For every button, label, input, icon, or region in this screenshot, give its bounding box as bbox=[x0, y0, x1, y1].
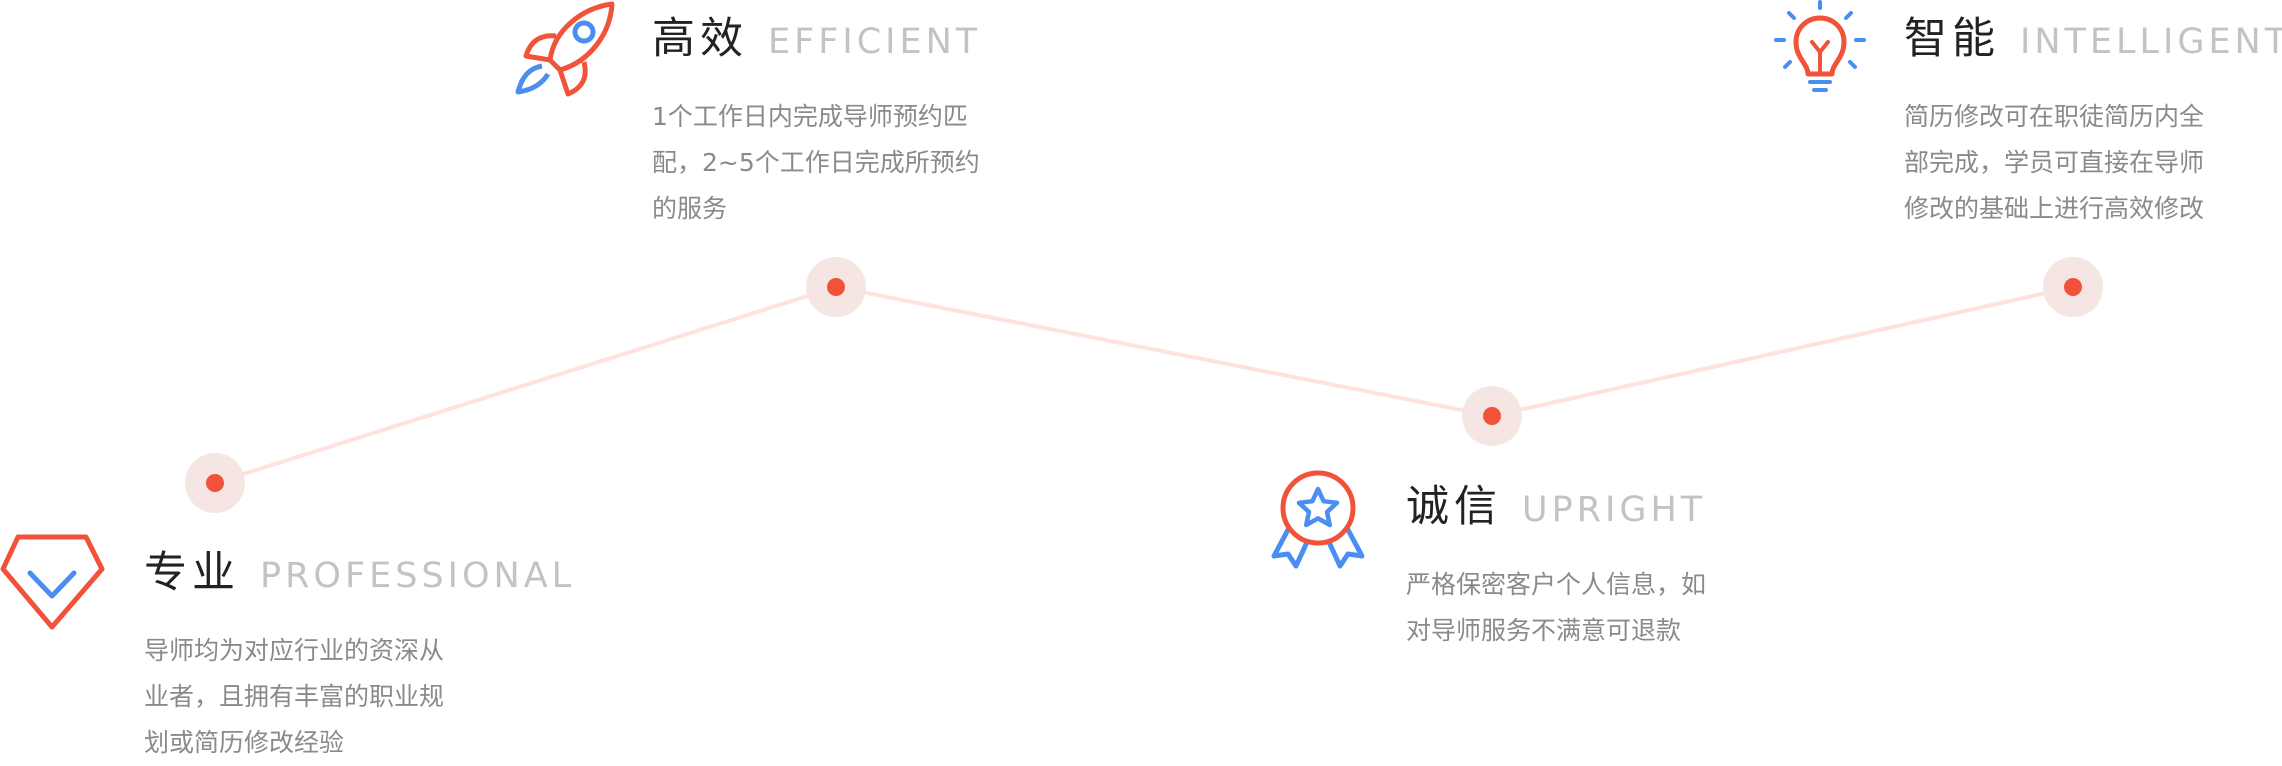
timeline-line bbox=[214, 284, 2074, 485]
feature-desc-line: 简历修改可在职徒简历内全 bbox=[1904, 102, 2205, 131]
feature-desc-line: 划或简历修改经验 bbox=[144, 728, 345, 757]
feature-heading: 诚信 UPRIGHT bbox=[1406, 472, 1706, 534]
feature-desc-line: 配，2~5个工作日完成所预约 bbox=[652, 148, 980, 177]
award-medal-icon bbox=[1271, 470, 1365, 569]
feature-efficient: 高效 EFFICIENT 1个工作日内完成导师预约匹 配，2~5个工作日完成所预… bbox=[652, 4, 981, 232]
feature-title-en: EFFICIENT bbox=[768, 22, 982, 62]
rocket-icon bbox=[515, 1, 615, 97]
feature-description: 导师均为对应行业的资深从 业者，且拥有丰富的职业规 划或简历修改经验 bbox=[144, 628, 575, 766]
feature-title-cn: 高效 bbox=[652, 14, 748, 64]
lightbulb-icon bbox=[1774, 0, 1866, 92]
timeline-node-1 bbox=[185, 453, 245, 513]
feature-title-en: UPRIGHT bbox=[1522, 490, 1707, 530]
feature-intelligent: 智能 INTELLIGENT 简历修改可在职徒简历内全 部完成，学员可直接在导师… bbox=[1904, 4, 2282, 232]
feature-title-en: PROFESSIONAL bbox=[260, 556, 576, 596]
feature-professional: 专业 PROFESSIONAL 导师均为对应行业的资深从 业者，且拥有丰富的职业… bbox=[144, 538, 575, 766]
feature-desc-line: 导师均为对应行业的资深从 bbox=[144, 636, 445, 665]
feature-heading: 高效 EFFICIENT bbox=[652, 4, 981, 66]
feature-desc-line: 部完成，学员可直接在导师 bbox=[1904, 148, 2205, 177]
feature-description: 严格保密客户个人信息，如 对导师服务不满意可退款 bbox=[1406, 562, 1706, 654]
feature-description: 简历修改可在职徒简历内全 部完成，学员可直接在导师 修改的基础上进行高效修改 bbox=[1904, 94, 2282, 232]
feature-title-cn: 专业 bbox=[144, 548, 240, 598]
feature-desc-line: 对导师服务不满意可退款 bbox=[1406, 616, 1682, 645]
timeline-node-3 bbox=[1462, 386, 1522, 446]
feature-desc-line: 修改的基础上进行高效修改 bbox=[1904, 194, 2205, 223]
timeline bbox=[185, 257, 2103, 513]
feature-description: 1个工作日内完成导师预约匹 配，2~5个工作日完成所预约 的服务 bbox=[652, 94, 981, 232]
feature-title-cn: 诚信 bbox=[1406, 482, 1502, 532]
feature-upright: 诚信 UPRIGHT 严格保密客户个人信息，如 对导师服务不满意可退款 bbox=[1406, 472, 1706, 654]
timeline-node-2 bbox=[806, 257, 866, 317]
feature-heading: 智能 INTELLIGENT bbox=[1904, 4, 2282, 66]
feature-heading: 专业 PROFESSIONAL bbox=[144, 538, 575, 600]
feature-desc-line: 1个工作日内完成导师预约匹 bbox=[652, 102, 968, 131]
feature-desc-line: 严格保密客户个人信息，如 bbox=[1406, 570, 1707, 599]
timeline-node-4 bbox=[2043, 257, 2103, 317]
feature-title-en: INTELLIGENT bbox=[2020, 22, 2282, 62]
feature-desc-line: 业者，且拥有丰富的职业规 bbox=[144, 682, 445, 711]
diamond-icon bbox=[0, 534, 105, 630]
feature-desc-line: 的服务 bbox=[652, 194, 728, 223]
feature-title-cn: 智能 bbox=[1904, 14, 2000, 64]
